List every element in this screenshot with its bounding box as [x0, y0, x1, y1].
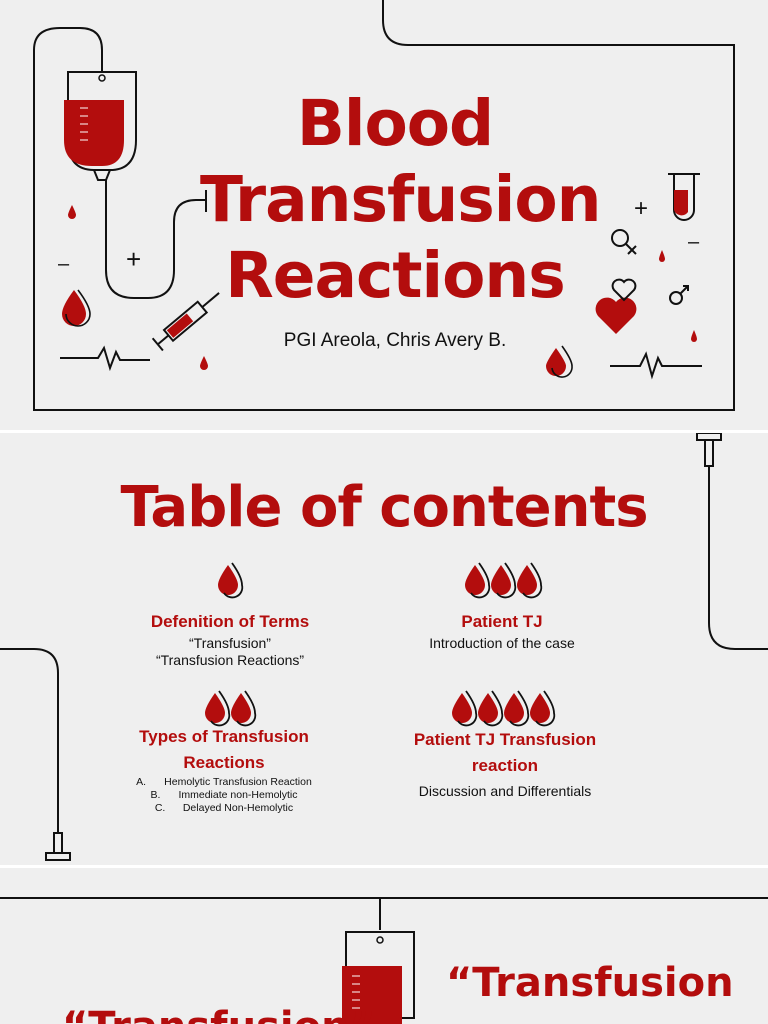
- blood-drop-icon: [659, 250, 665, 262]
- section-heading: Defenition of Terms: [150, 612, 310, 631]
- blood-drop-icon: [491, 562, 517, 599]
- slide3-decoration: [0, 897, 768, 1024]
- page-title: Blood Transfusion Reactions: [200, 86, 601, 314]
- blood-drop-icon: [62, 289, 91, 327]
- blood-drop-icon: [452, 690, 478, 727]
- list-item: A.Hemolytic Transfusion Reaction: [136, 776, 312, 788]
- heartbeat-icon: [610, 351, 702, 380]
- title-slide: + – + –: [0, 0, 768, 430]
- blood-drop-icon: [68, 205, 76, 219]
- slide-divider: [0, 865, 768, 868]
- minus-icon: –: [688, 231, 700, 253]
- frame-line: [33, 0, 735, 411]
- drop-groups: [205, 562, 556, 727]
- plus-icon: +: [634, 195, 648, 222]
- slide-divider: [0, 430, 768, 433]
- definition-slide: “Transfusion “Transfusion”: [0, 868, 768, 1024]
- author-name: PGI Areola, Chris Avery B.: [283, 330, 507, 351]
- toc-section-definition[interactable]: Defenition of Terms “Transfusion” “Trans…: [110, 609, 350, 669]
- iv-clamp-icon: [45, 852, 71, 861]
- blood-drop-icon: [200, 356, 208, 370]
- section-heading: Patient TJ: [461, 612, 543, 631]
- blood-drop-icon: [218, 562, 244, 599]
- definition-title-partial: “Transfusion”: [62, 1004, 376, 1024]
- syringe-icon: [151, 292, 220, 352]
- blood-drop-icon: [478, 690, 504, 727]
- blood-bag-icon: [64, 71, 137, 181]
- blood-drop-icon: [691, 330, 697, 342]
- blood-drop-icon: [231, 690, 257, 727]
- blood-drop-icon: [205, 690, 231, 727]
- blood-drop-icon: [504, 690, 530, 727]
- blood-drop-icon: [517, 562, 543, 599]
- section-line: Discussion and Differentials: [418, 783, 592, 799]
- male-symbol-icon: [669, 285, 689, 305]
- plus-icon: +: [126, 244, 141, 274]
- section-line: “Transfusion”: [189, 635, 271, 651]
- list-item: B.Immediate non-Hemolytic: [150, 789, 298, 801]
- list-item: C.Delayed Non-Hemolytic: [154, 802, 294, 814]
- title-line: Reactions: [225, 239, 565, 312]
- table-of-contents-slide: Table of contents Defenition of Terms “T…: [0, 433, 768, 865]
- test-tube-icon: [668, 173, 700, 221]
- female-symbol-icon: [611, 229, 637, 255]
- section-heading: Reactions: [183, 753, 265, 772]
- toc-section-types[interactable]: Types of Transfusion Reactions A.Hemolyt…: [104, 724, 344, 815]
- toc-title: Table of contents: [120, 475, 648, 540]
- iv-tube: [105, 180, 206, 299]
- definition-title: “Transfusion: [446, 960, 734, 1006]
- slide1-decoration: + – + –: [33, 0, 735, 411]
- section-line: Introduction of the case: [429, 635, 575, 651]
- title-line: Transfusion: [200, 163, 601, 236]
- section-heading: Patient TJ Transfusion: [413, 730, 597, 749]
- heartbeat-icon: [60, 345, 150, 372]
- heart-icon: [595, 278, 637, 334]
- reaction-type-list: A.Hemolytic Transfusion Reaction B.Immed…: [104, 776, 344, 815]
- minus-icon: –: [58, 253, 70, 275]
- toc-section-patient-reaction[interactable]: Patient TJ Transfusion reaction Discussi…: [385, 727, 625, 800]
- section-line: “Transfusion Reactions”: [155, 652, 305, 668]
- slide2-decoration: [0, 433, 768, 861]
- blood-drop-icon: [546, 345, 573, 378]
- toc-section-patient-tj[interactable]: Patient TJ Introduction of the case: [392, 609, 612, 652]
- blood-drop-icon: [530, 690, 556, 727]
- section-heading: reaction: [471, 756, 539, 775]
- blood-drop-icon: [465, 562, 491, 599]
- blood-bag-icon: [342, 931, 415, 1024]
- section-heading: Types of Transfusion: [139, 727, 309, 746]
- title-line: Blood: [296, 87, 494, 160]
- iv-clamp-icon: [696, 433, 722, 441]
